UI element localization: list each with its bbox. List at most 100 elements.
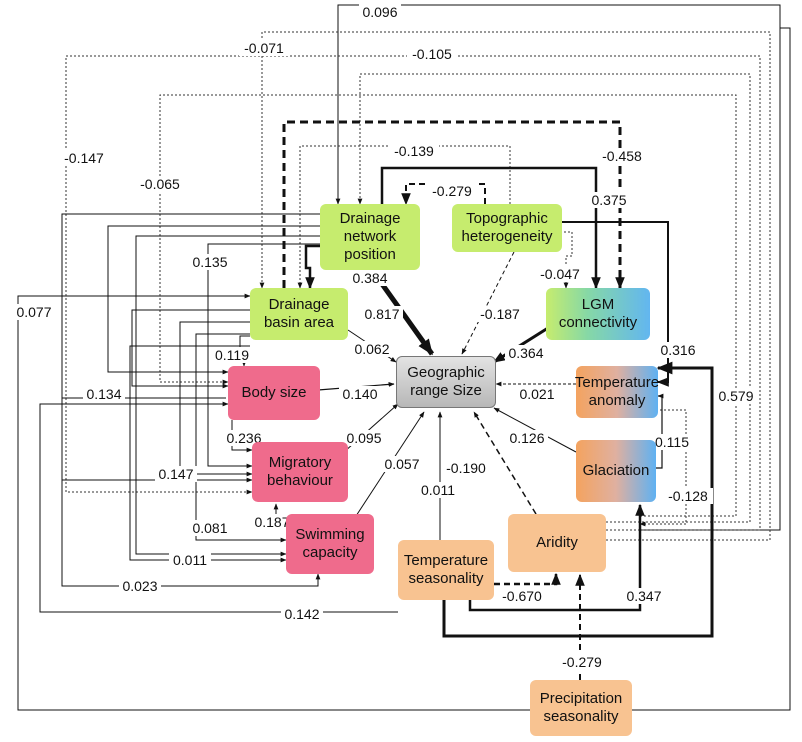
coefficient-label-bg <box>135 176 185 192</box>
coefficient-label: 0.375 <box>588 192 630 208</box>
node-migratory-behaviour: Migratory behaviour <box>252 442 348 502</box>
coefficient-c-n0-279-bottom: -0.279 <box>562 654 602 670</box>
coefficient-label: -0.139 <box>389 143 439 159</box>
coefficient-c-n0-670: -0.670 <box>502 588 542 604</box>
coefficient-c-0-364: 0.364 <box>508 345 543 361</box>
coefficient-label: 0.384 <box>349 270 391 286</box>
path-temp-seasonality-to-anomaly <box>442 361 714 638</box>
node-temperature-anomaly: Temperature anomaly <box>575 366 659 418</box>
coefficient-label-bg <box>189 520 231 536</box>
coefficient-label: 0.077 <box>13 304 55 320</box>
coefficient-c-0-096: 0.096 <box>362 4 397 20</box>
coefficient-label-bg <box>657 342 699 358</box>
coefficient-label: 0.142 <box>281 606 323 622</box>
coefficient-c-n0-458: -0.458 <box>602 148 642 164</box>
path-glaciation-to-anomaly <box>656 393 664 469</box>
coefficient-label-bg <box>623 588 665 604</box>
coefficient-label-bg <box>349 270 391 286</box>
coefficient-label: -0.670 <box>497 588 547 604</box>
coefficient-label-bg <box>343 430 385 446</box>
coefficient-c-0-081: 0.081 <box>192 520 227 536</box>
coefficient-label-bg <box>663 488 713 504</box>
coefficient-label-bg <box>83 386 125 402</box>
coefficient-c-0-384: 0.384 <box>352 270 387 286</box>
path-glaciation-to-body-size <box>159 94 737 517</box>
node-topographic-heterogeneity: Topographic heterogeneity <box>452 204 562 252</box>
coefficient-label-bg <box>417 482 459 498</box>
coefficient-label: 0.316 <box>657 342 699 358</box>
node-temperature-seasonality: Temperature seasonality <box>398 540 494 600</box>
coefficient-c-0-077: 0.077 <box>16 304 51 320</box>
path-topo-to-network-position <box>401 183 486 206</box>
coefficient-label: -0.147 <box>59 150 109 166</box>
coefficient-label: 0.817 <box>361 306 403 322</box>
coefficient-label: -0.047 <box>535 266 585 282</box>
coefficient-labels: 0.096-0.071-0.105-0.147-0.065-0.458-0.13… <box>13 4 757 670</box>
coefficient-label-bg <box>389 143 439 159</box>
coefficient-label: 0.115 <box>651 434 693 450</box>
coefficient-c-0-119: 0.119 <box>215 347 249 363</box>
coefficient-c-0-140: 0.140 <box>342 386 377 402</box>
coefficient-label-bg <box>651 434 693 450</box>
coefficient-label: 0.096 <box>359 4 401 20</box>
coefficient-c-0-147: 0.147 <box>158 466 193 482</box>
coefficient-c-n0-047: -0.047 <box>540 266 580 282</box>
node-drainage-network-position: Drainage network position <box>320 204 420 270</box>
coefficient-label: 0.147 <box>155 466 197 482</box>
coefficient-c-0-115: 0.115 <box>655 434 689 450</box>
path-precip-to-basin-area <box>632 27 791 711</box>
coefficient-label-bg <box>169 552 211 568</box>
path-aridity-to-network-position <box>357 73 751 523</box>
coefficient-c-n0-147: -0.147 <box>64 150 104 166</box>
coefficient-label-bg <box>535 266 585 282</box>
path-aridity-to-basin-area <box>259 31 771 541</box>
path-basin-area-to-swimming <box>195 333 287 543</box>
coefficient-c-n0-065: -0.065 <box>140 176 180 192</box>
coefficient-c-0-023: 0.023 <box>122 578 157 594</box>
coefficient-label-bg <box>715 388 757 404</box>
node-aridity: Aridity <box>508 514 606 572</box>
coefficient-label: 0.126 <box>506 430 548 446</box>
coefficient-label-bg <box>211 347 253 363</box>
path-network-position-to-lgm <box>380 166 601 290</box>
coefficient-label-bg <box>497 588 547 604</box>
coefficient-label: 0.021 <box>516 386 558 402</box>
coefficient-label-bg <box>505 345 547 361</box>
coefficient-label-bg <box>281 606 323 622</box>
coefficient-label: -0.065 <box>135 176 185 192</box>
coefficient-c-0-187: 0.187 <box>254 514 289 530</box>
coefficient-label-bg <box>557 654 607 670</box>
coefficient-label-bg <box>155 466 197 482</box>
path-topo-to-basin-area <box>297 145 511 289</box>
coefficient-c-0-062: 0.062 <box>354 341 389 357</box>
coefficient-c-0-347: 0.347 <box>626 588 661 604</box>
coefficient-c-n0-190: -0.190 <box>446 460 486 476</box>
path-network-position-to-migratory <box>61 213 320 483</box>
coefficient-c-0-142: 0.142 <box>284 606 319 622</box>
coefficient-label-bg <box>475 306 525 322</box>
coefficient-label: -0.279 <box>427 183 477 199</box>
coefficient-label: 0.062 <box>351 341 393 357</box>
coefficient-c-n0-279-top: -0.279 <box>432 183 472 199</box>
coefficient-c-0-579: 0.579 <box>718 388 753 404</box>
coefficient-label: 0.140 <box>339 386 381 402</box>
coefficient-label: 0.023 <box>119 578 161 594</box>
coefficient-label: 0.187 <box>251 514 293 530</box>
coefficient-label: 0.579 <box>715 388 757 404</box>
coefficient-label: -0.458 <box>597 148 647 164</box>
coefficient-c-0-011-left: 0.011 <box>173 552 207 568</box>
coefficient-label: -0.105 <box>407 46 457 62</box>
coefficient-c-0-126: 0.126 <box>509 430 544 446</box>
coefficient-label: -0.190 <box>441 460 491 476</box>
coefficient-label: 0.057 <box>381 456 423 472</box>
coefficient-label-bg <box>359 4 401 20</box>
coefficient-label: -0.187 <box>475 306 525 322</box>
path-topo-to-temp-anomaly <box>560 221 669 387</box>
coefficient-c-n0-105: -0.105 <box>412 46 452 62</box>
coefficient-c-0-095: 0.095 <box>346 430 381 446</box>
coefficient-label-bg <box>516 386 558 402</box>
coefficient-label-bg <box>588 192 630 208</box>
coefficient-c-n0-128: -0.128 <box>668 488 708 504</box>
node-lgm-connectivity: LGM connectivity <box>546 288 650 340</box>
